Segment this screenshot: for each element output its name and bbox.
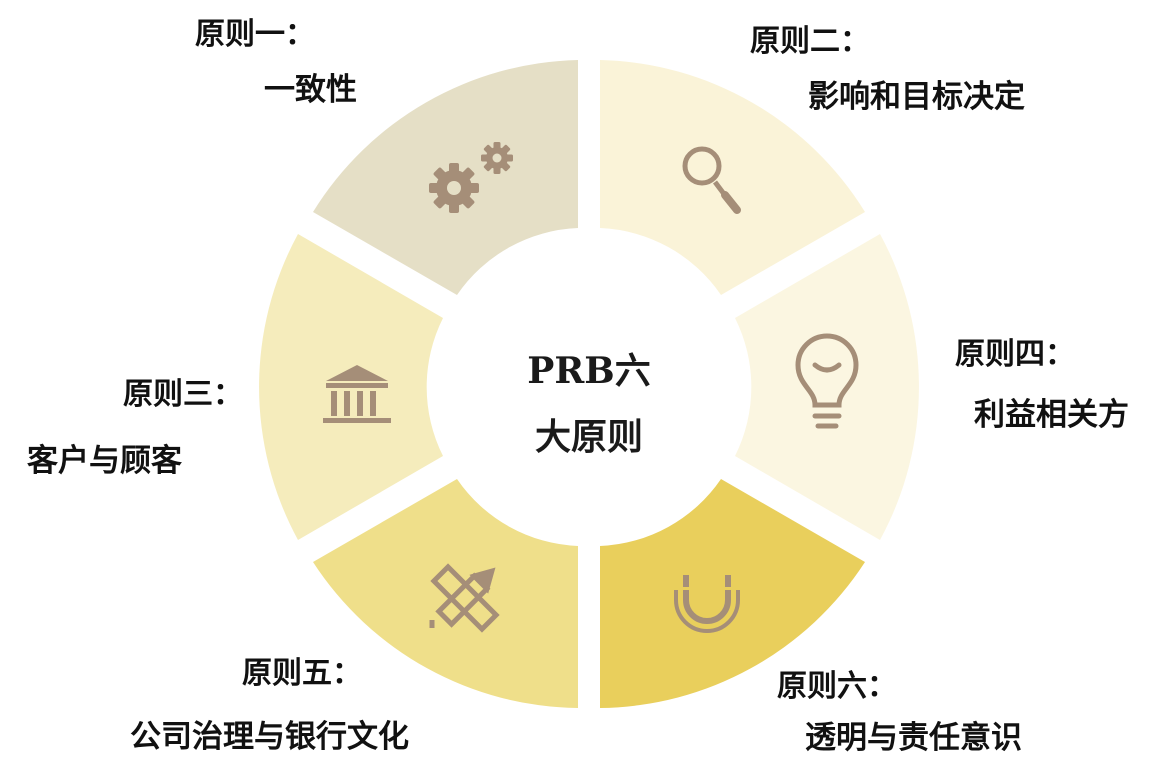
principle-6-subtitle: 透明与责任意识 bbox=[805, 720, 1022, 756]
principle-3-title: 原则三： bbox=[123, 377, 243, 412]
principle-4-subtitle: 利益相关方 bbox=[974, 397, 1129, 433]
center-title-line1: PRB六 bbox=[527, 350, 651, 392]
segment-principle-2 bbox=[600, 60, 865, 295]
principle-5-title: 原则五： bbox=[242, 656, 362, 691]
segment-principle-4 bbox=[735, 234, 919, 540]
principle-6-title: 原则六： bbox=[777, 669, 897, 704]
bank-icon bbox=[323, 365, 391, 423]
principle-1-subtitle: 一致性 bbox=[264, 72, 357, 108]
gears-icon bbox=[429, 142, 513, 213]
center-title-line2: 大原则 bbox=[534, 416, 643, 458]
principle-5-subtitle: 公司治理与银行文化 bbox=[130, 719, 409, 755]
principle-3-subtitle: 客户与顾客 bbox=[27, 443, 182, 479]
magnet-icon bbox=[674, 575, 740, 633]
pencil-ruler-icon bbox=[429, 563, 500, 633]
principle-2-title: 原则二： bbox=[750, 24, 870, 59]
segment-principle-6 bbox=[600, 479, 865, 708]
magnifier-icon bbox=[682, 146, 741, 214]
principle-4-title: 原则四： bbox=[955, 337, 1075, 372]
principle-1-title: 原则一： bbox=[195, 17, 315, 52]
principle-2-subtitle: 影响和目标决定 bbox=[808, 79, 1025, 115]
lightbulb-icon bbox=[795, 333, 859, 429]
